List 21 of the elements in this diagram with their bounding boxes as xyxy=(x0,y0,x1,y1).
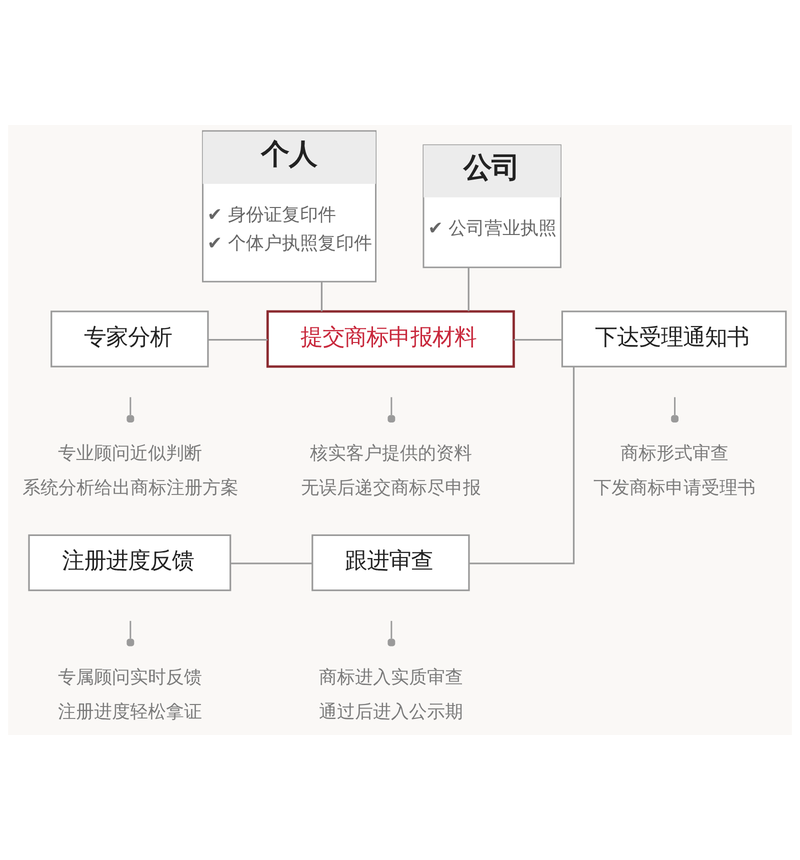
node-label: 注册进度轻松拿证 xyxy=(58,701,202,722)
connector xyxy=(514,338,562,341)
connector xyxy=(469,367,575,564)
connector xyxy=(468,268,470,312)
node-label: 通过后进入公示期 xyxy=(319,701,464,722)
node-box: 提交商标申报材料 xyxy=(266,310,515,368)
connector xyxy=(230,562,312,564)
node-box: 专家分析 xyxy=(50,310,209,368)
node-box: 下达受理通知书 xyxy=(561,310,787,368)
node-label: 专业顾问近似判断 xyxy=(58,443,202,464)
node-label: 下发商标申请受理书 xyxy=(594,478,756,499)
node-label: 商标进入实质审查 xyxy=(319,666,464,688)
connector xyxy=(208,338,268,341)
connector xyxy=(320,282,323,312)
node-label: 商标形式审查 xyxy=(620,443,728,464)
node-box: 跟进审查 xyxy=(312,534,470,592)
node-label: 核实客户提供的资料 xyxy=(310,443,472,464)
node-label: 无误后递交商标尽申报 xyxy=(301,478,482,499)
node-label: 系统分析给出商标注册方案 xyxy=(22,478,238,499)
node-label: 专属顾问实时反馈 xyxy=(58,666,202,688)
node-box: 注册进度反馈 xyxy=(28,534,232,592)
